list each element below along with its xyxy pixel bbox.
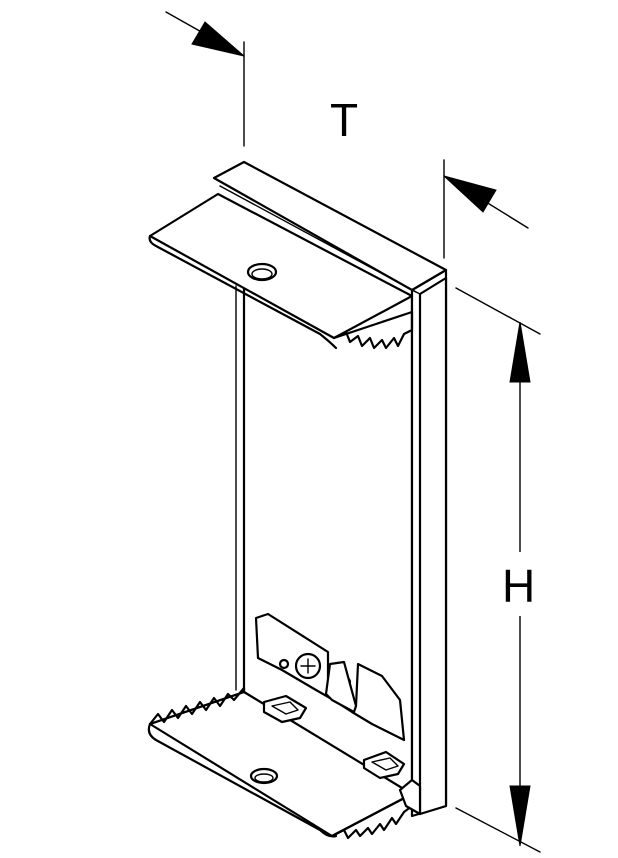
extension-line-h-top <box>455 287 541 335</box>
bracket-part <box>147 160 448 840</box>
mount-screw-cross <box>300 658 316 674</box>
top-rim-inner-edge <box>219 185 417 293</box>
bottom-clip-left <box>262 694 308 724</box>
top-rim <box>212 160 448 292</box>
bottom-clip-left-detail <box>271 701 299 715</box>
extension-line-h-bottom <box>455 807 541 853</box>
mount-tab <box>324 660 358 714</box>
dimension-height: H <box>455 287 541 853</box>
top-flange-lip <box>148 234 338 350</box>
mount-small-hole <box>278 658 290 670</box>
bottom-clip-right <box>362 750 406 780</box>
dimension-label-h: H <box>502 560 535 612</box>
bottom-serrated-edge-back <box>148 686 246 726</box>
arrowhead-t-right <box>443 175 497 213</box>
bottom-flange-hole <box>249 767 279 785</box>
arrowhead-h-top <box>509 321 531 383</box>
top-flange-hole <box>246 262 278 282</box>
top-flange <box>148 192 414 340</box>
arrowhead-t-left <box>191 21 245 57</box>
dimension-label-h-gap <box>500 552 540 616</box>
dimension-label-t: T <box>330 94 358 146</box>
bottom-clip-right-detail <box>371 757 399 771</box>
side-wall-foot <box>398 778 422 816</box>
arrowhead-h-bottom <box>509 785 531 847</box>
top-serrated-edge <box>332 310 414 350</box>
dimension-thickness: T <box>165 11 529 259</box>
top-flange-hole-inner <box>251 268 273 280</box>
bottom-flange-hole-inner <box>254 773 274 783</box>
side-wall-front <box>418 276 448 816</box>
